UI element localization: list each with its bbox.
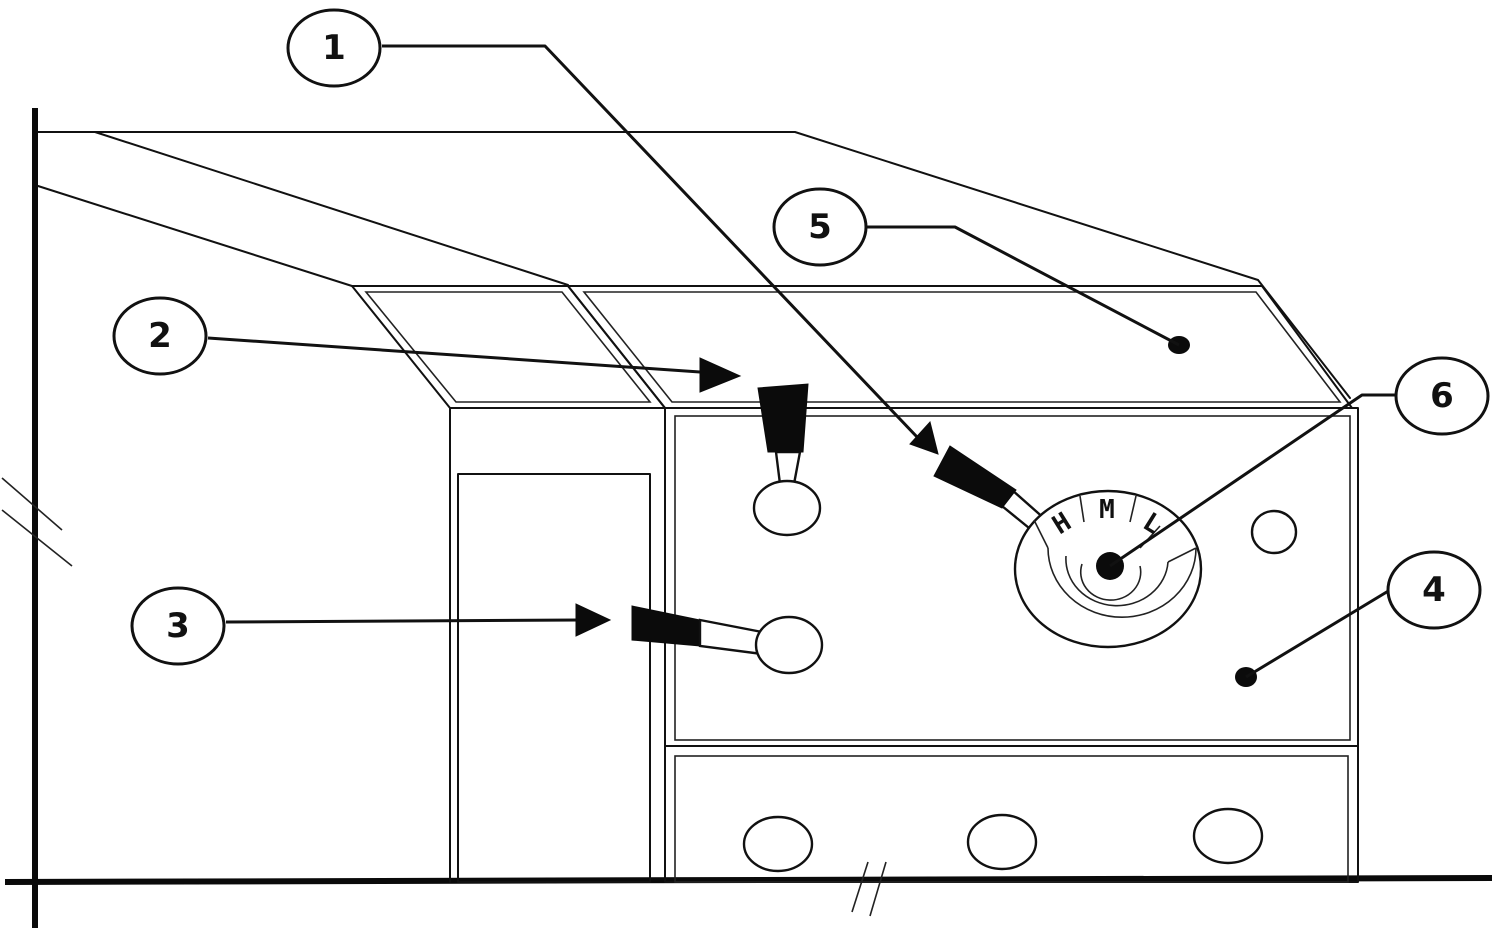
lever-3 — [631, 605, 824, 675]
speed-label-m: M — [1099, 495, 1115, 525]
speed-selector-dial: H M L — [1013, 489, 1203, 649]
lower-knob-3 — [1192, 807, 1264, 865]
left-housing — [449, 407, 666, 883]
callout-4-label: 4 — [1422, 570, 1446, 610]
lever-1 — [933, 445, 1048, 534]
arrowhead-2 — [699, 357, 742, 393]
arrowhead-3 — [575, 603, 612, 637]
callout-1-label: 1 — [322, 28, 346, 68]
lever-2 — [752, 383, 822, 537]
callout-5-label: 5 — [808, 207, 832, 247]
callout-3-label: 3 — [166, 606, 190, 646]
leader-6 — [1109, 393, 1398, 568]
leader-4 — [1245, 588, 1391, 679]
callout-2: 2 — [112, 296, 208, 376]
leader-1 — [382, 44, 920, 440]
callout-6-label: 6 — [1430, 376, 1454, 416]
leader-3 — [225, 618, 581, 624]
lower-knob-2 — [966, 813, 1038, 871]
break-mark-bottom — [851, 861, 887, 917]
floor-line — [4, 875, 1493, 885]
front-panel — [664, 407, 1359, 883]
leader-5 — [866, 225, 1180, 347]
lower-knob-1 — [742, 815, 814, 873]
break-mark-left — [1, 477, 73, 567]
callout-6: 6 — [1394, 356, 1490, 436]
callout-4: 4 — [1386, 550, 1482, 630]
callout-1: 1 — [286, 8, 382, 88]
arrowhead-1 — [909, 420, 939, 455]
callout-2-label: 2 — [148, 316, 172, 356]
leader-2 — [207, 336, 701, 374]
top-panel-right — [567, 285, 1353, 409]
callout-5: 5 — [772, 187, 868, 267]
callout-3: 3 — [130, 586, 226, 666]
upper-cover — [37, 131, 1351, 399]
small-knob — [1250, 509, 1298, 555]
top-panel-left — [351, 285, 666, 409]
